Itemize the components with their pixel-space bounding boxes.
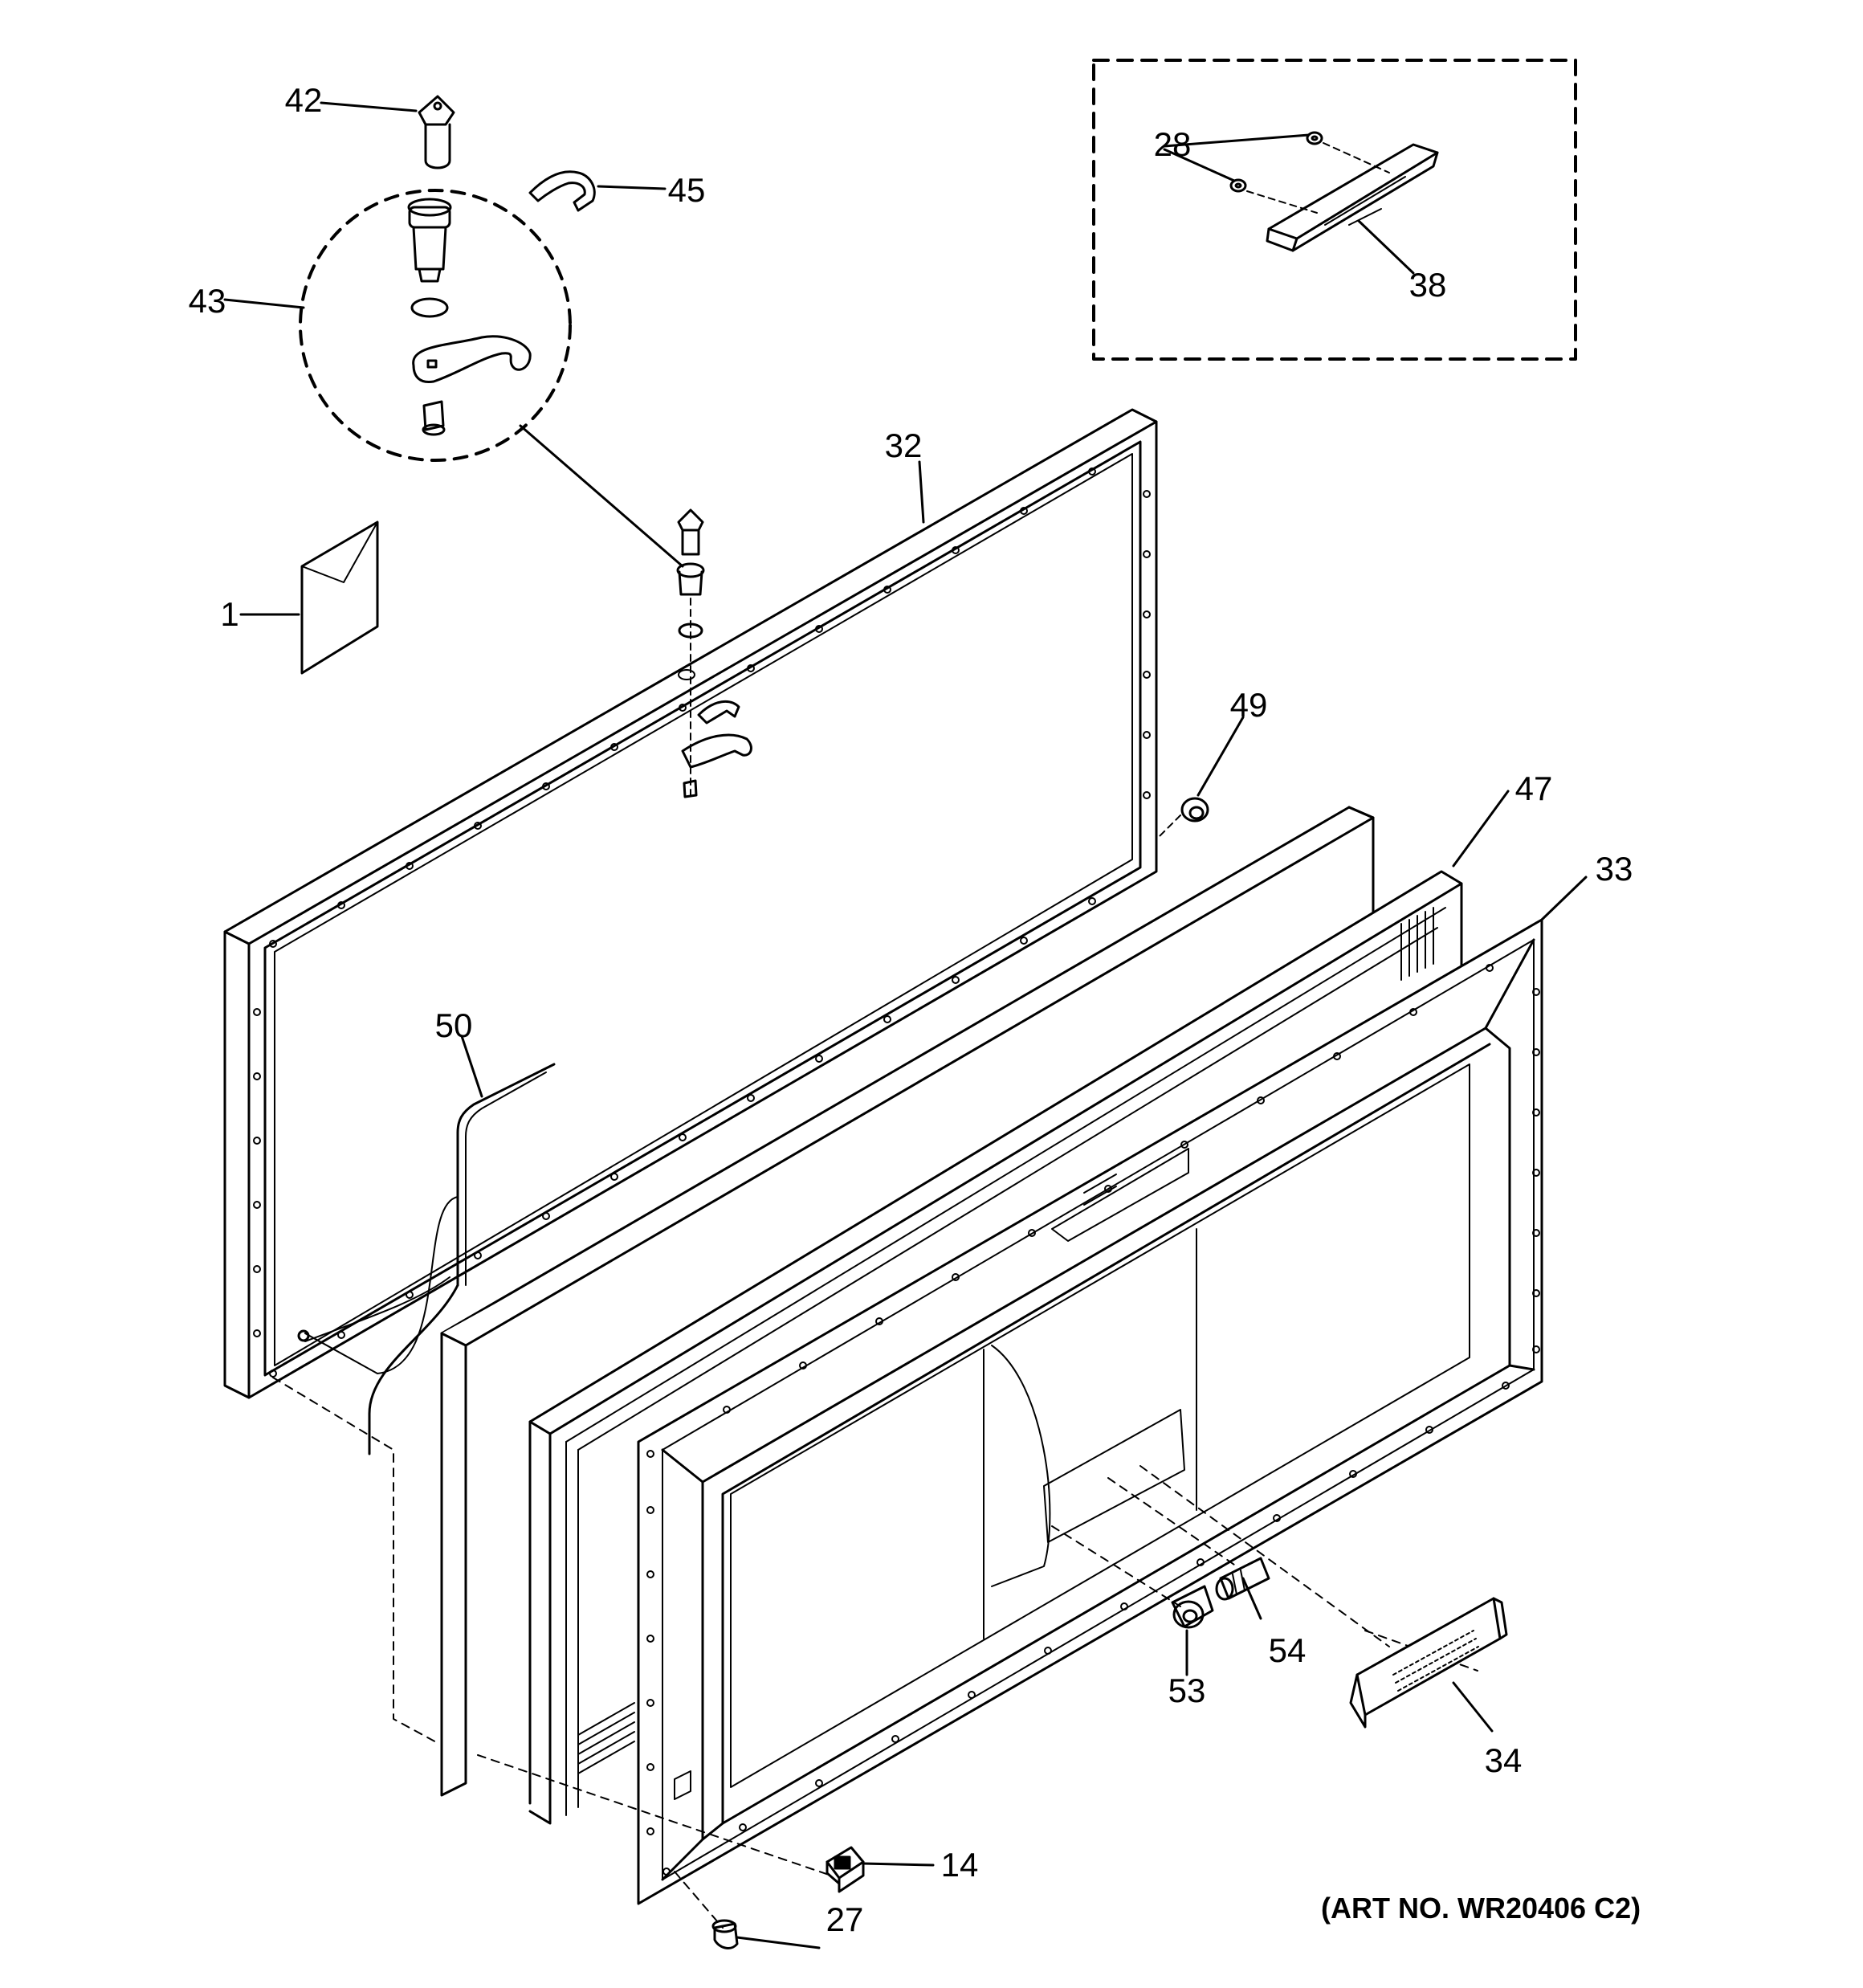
callout-32: 32 — [884, 427, 923, 464]
callout-38: 38 — [1408, 266, 1447, 304]
leader-lines — [223, 101, 1588, 1949]
callout-1: 1 — [220, 595, 239, 633]
callout-53: 53 — [1168, 1672, 1206, 1709]
callout-33: 33 — [1595, 850, 1633, 888]
part-50-wire — [297, 1063, 556, 1455]
callout-28: 28 — [1153, 125, 1192, 163]
lock-parts-on-frame — [676, 508, 752, 798]
part-45-clip — [528, 170, 596, 212]
part-27-plug — [711, 1919, 739, 1949]
part-49-bumper — [1156, 797, 1209, 840]
callout-43: 43 — [188, 282, 226, 320]
inset-detail-box — [1092, 59, 1577, 361]
callout-49: 49 — [1229, 686, 1268, 724]
art-number: (ART NO. WR20406 C2) — [1321, 1892, 1641, 1925]
callout-45: 45 — [667, 171, 706, 209]
part-54-sleeve — [1215, 1557, 1270, 1601]
part-14-switch — [826, 1846, 865, 1893]
callout-14: 14 — [940, 1846, 979, 1884]
door-foam-block — [440, 806, 1375, 1797]
callout-50: 50 — [434, 1006, 473, 1044]
callout-47: 47 — [1514, 769, 1553, 807]
callout-27: 27 — [826, 1900, 864, 1938]
callout-34: 34 — [1484, 1741, 1523, 1779]
part-42-key — [418, 95, 455, 169]
part-43-lock-detail — [299, 189, 572, 462]
part-34-grille — [1349, 1597, 1508, 1729]
part-1-booklet — [300, 520, 379, 675]
part-53-knob — [1171, 1585, 1214, 1629]
part-33-inner-liner — [637, 918, 1543, 1905]
callout-42: 42 — [284, 81, 323, 119]
callout-54: 54 — [1268, 1631, 1307, 1669]
part-28-nuts — [1229, 131, 1390, 214]
part-38-bracket — [1266, 143, 1439, 252]
